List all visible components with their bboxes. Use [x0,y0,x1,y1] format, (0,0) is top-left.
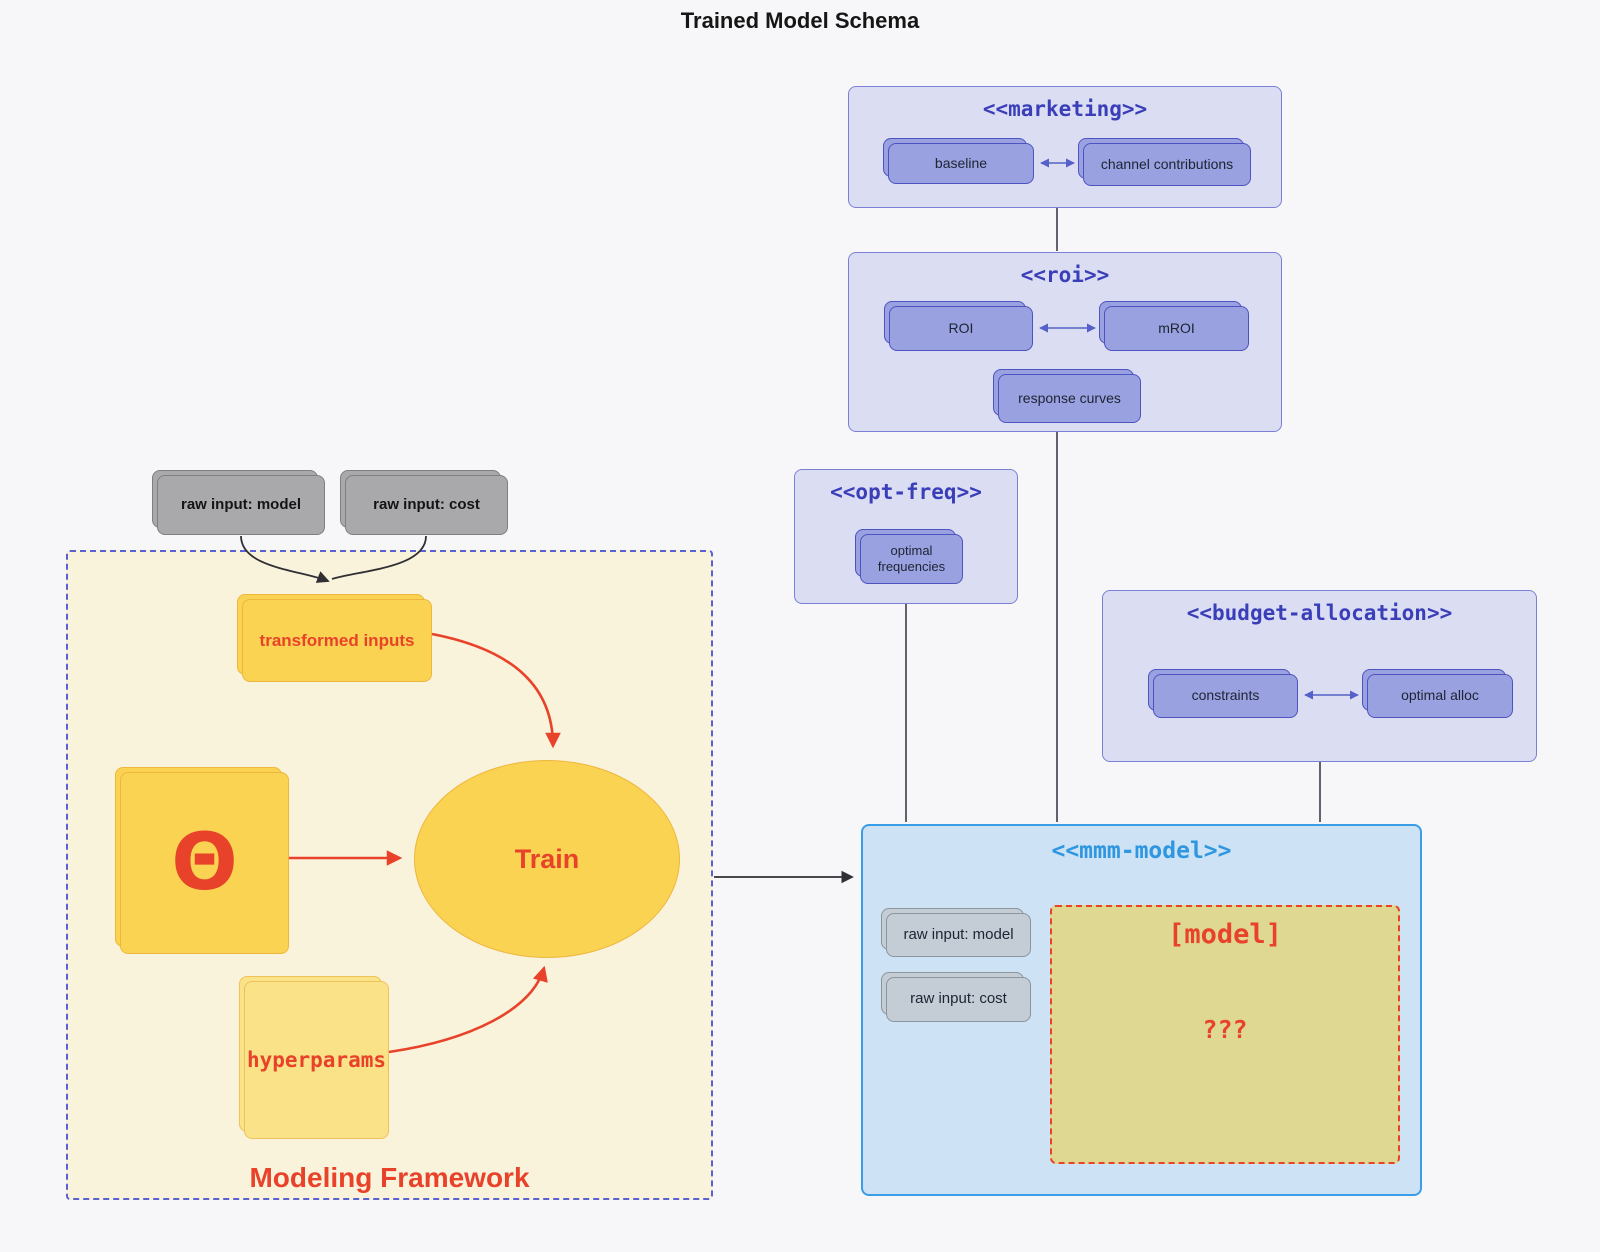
node-train: Train [414,760,680,958]
panel-roi: <<roi>> ROI mROI response curves [848,252,1282,432]
panel-mmm-model: <<mmm-model>> raw input: model raw input… [861,824,1422,1196]
node-mmm-raw-input-cost: raw input: cost [881,972,1031,1022]
model-placeholder-unknown: ??? [1202,1015,1248,1044]
node-transformed-inputs: transformed inputs [237,594,432,682]
node-mroi: mROI [1099,301,1249,351]
panel-budget-allocation-title: <<budget-allocation>> [1186,601,1453,625]
panel-marketing: <<marketing>> baseline channel contribut… [848,86,1282,208]
node-hyperparams: hyperparams [239,976,389,1139]
panel-marketing-title: <<marketing>> [982,97,1148,121]
panel-opt-freq: <<opt-freq>> optimal frequencies [794,469,1018,604]
node-raw-input-cost: raw input: cost [340,470,508,535]
node-roi: ROI [884,301,1033,351]
node-optimal-frequencies: optimal frequencies [855,529,963,584]
node-raw-input-model: raw input: model [152,470,325,535]
panel-modeling-framework: transformed inputs Θ Train hyperparams M… [66,550,713,1200]
node-optimal-alloc: optimal alloc [1362,669,1513,718]
panel-roi-title: <<roi>> [1020,263,1110,287]
node-mmm-raw-input-model: raw input: model [881,908,1031,957]
page-title: Trained Model Schema [680,8,920,33]
modeling-framework-title: Modeling Framework [249,1162,530,1193]
node-constraints: constraints [1148,669,1298,718]
panel-budget-allocation: <<budget-allocation>> constraints optima… [1102,590,1537,762]
node-response-curves: response curves [993,369,1141,423]
panel-opt-freq-title: <<opt-freq>> [830,480,982,504]
model-placeholder-title: [model] [1168,919,1282,950]
node-theta: Θ [115,767,289,954]
node-model-placeholder: [model] ??? [1050,905,1400,1164]
node-channel-contributions: channel contributions [1078,138,1251,186]
node-baseline: baseline [883,138,1034,184]
panel-mmm-model-title: <<mmm-model>> [1051,838,1232,864]
